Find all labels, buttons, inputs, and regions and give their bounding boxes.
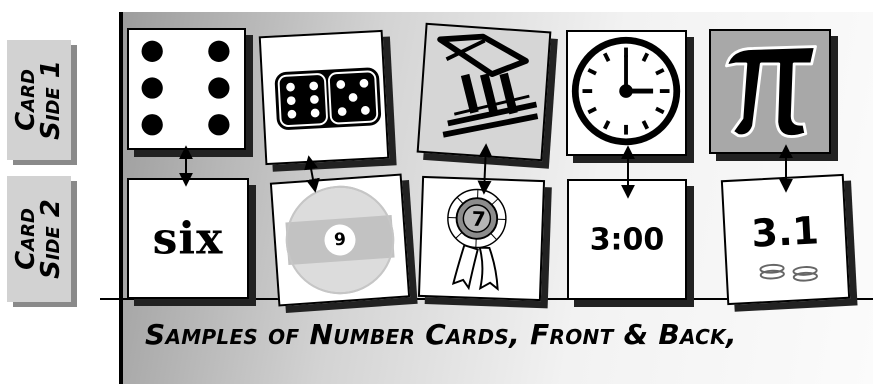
card-side-2-label: Card Side 2 bbox=[14, 199, 64, 279]
card-3-front bbox=[417, 23, 552, 161]
card-4-back: 3:00 bbox=[567, 179, 687, 300]
award-rosette-icon bbox=[420, 178, 543, 299]
card-side-1-label: Card Side 1 bbox=[14, 60, 64, 140]
card-1-front bbox=[127, 28, 246, 150]
card-2-back: 9 bbox=[270, 174, 410, 307]
clock-icon bbox=[568, 32, 685, 154]
vertical-divider bbox=[119, 12, 123, 384]
pair-of-dice-icon bbox=[261, 32, 387, 163]
card-1-back: six bbox=[127, 178, 249, 299]
card-4-front bbox=[566, 30, 687, 156]
card-3-back-text: 7 bbox=[422, 205, 535, 233]
card-side-1-tab: Card Side 1 bbox=[7, 40, 71, 160]
caption: Samples of Number Cards, Front & Back, bbox=[145, 318, 737, 351]
coins-icon bbox=[723, 176, 848, 303]
pi-icon bbox=[711, 31, 829, 152]
dice-six-icon bbox=[129, 30, 244, 148]
card-5-front bbox=[709, 29, 831, 154]
card-2-front bbox=[259, 30, 390, 165]
building-icon bbox=[419, 25, 549, 159]
card-4-back-text: 3:00 bbox=[569, 222, 685, 257]
card-5-back: 3.1 bbox=[721, 174, 850, 305]
card-1-back-text: six bbox=[129, 213, 247, 264]
card-side-2-tab: Card Side 2 bbox=[7, 176, 71, 302]
card-3-back: 7 bbox=[418, 176, 545, 301]
